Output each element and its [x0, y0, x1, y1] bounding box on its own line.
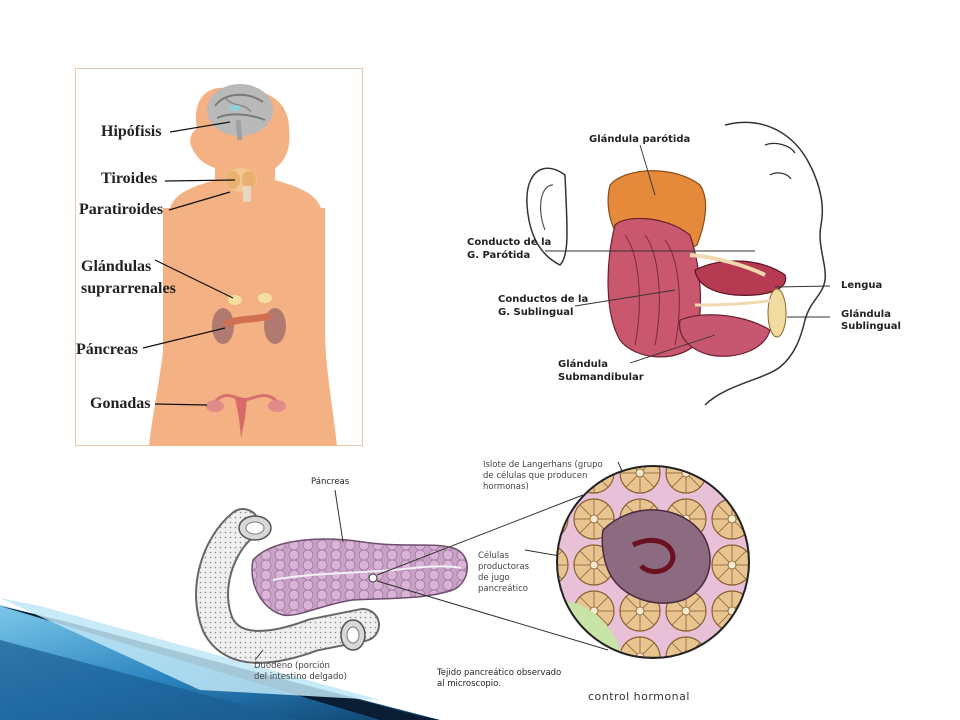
body-silhouette [142, 84, 337, 446]
label-islote-2: de células que producen [483, 471, 588, 481]
label-islote-1: Islote de Langerhans (grupo [483, 460, 603, 470]
label-suprarrenales: suprarrenales [81, 280, 176, 297]
islet-microscope-view [557, 466, 749, 658]
label-duodeno-2: del intestino delgado) [254, 672, 347, 682]
label-glandula-submandibular-2: Submandibular [558, 372, 644, 383]
label-glandula-sublingual-1: Glándula [841, 309, 891, 320]
label-g-parotida: G. Parótida [467, 250, 531, 261]
label-tejido-2: al microscopio. [437, 679, 501, 689]
label-celulas-3: de jugo [478, 573, 510, 583]
label-glandulas: Glándulas [81, 258, 152, 275]
label-islote-3: hormonas) [483, 482, 529, 492]
label-celulas-1: Células [478, 551, 509, 561]
label-celulas-2: productoras [478, 562, 530, 572]
label-glandula-parotida: Glándula parótida [589, 134, 691, 145]
label-paratiroides: Paratiroides [79, 201, 164, 218]
label-pancreas-body: Páncreas [76, 341, 138, 358]
pancreas-illustration [195, 461, 750, 664]
label-hipofisis: Hipófisis [101, 123, 162, 140]
label-pancreas: Páncreas [311, 477, 350, 487]
label-tiroides: Tiroides [101, 170, 158, 187]
head-salivary-glands-illustration [526, 121, 831, 406]
label-tejido-1: Tejido pancreático observado [437, 668, 562, 678]
label-gonadas: Gonadas [90, 395, 151, 412]
label-g-sublingual: G. Sublingual [498, 307, 574, 318]
caption-control-hormonal: control hormonal [588, 690, 690, 703]
gonads-illustration [206, 394, 286, 438]
label-conducto-de-la: Conducto de la [467, 237, 552, 248]
label-celulas-4: pancreático [478, 584, 528, 594]
label-lengua: Lengua [841, 280, 883, 291]
label-duodeno-1: Duodeno (porción [254, 661, 330, 671]
label-glandula-submandibular-1: Glándula [558, 359, 608, 370]
label-glandula-sublingual-2: Sublingual [841, 321, 901, 332]
thyroid-illustration [225, 168, 257, 202]
label-conductos-de-la: Conductos de la [498, 294, 589, 305]
